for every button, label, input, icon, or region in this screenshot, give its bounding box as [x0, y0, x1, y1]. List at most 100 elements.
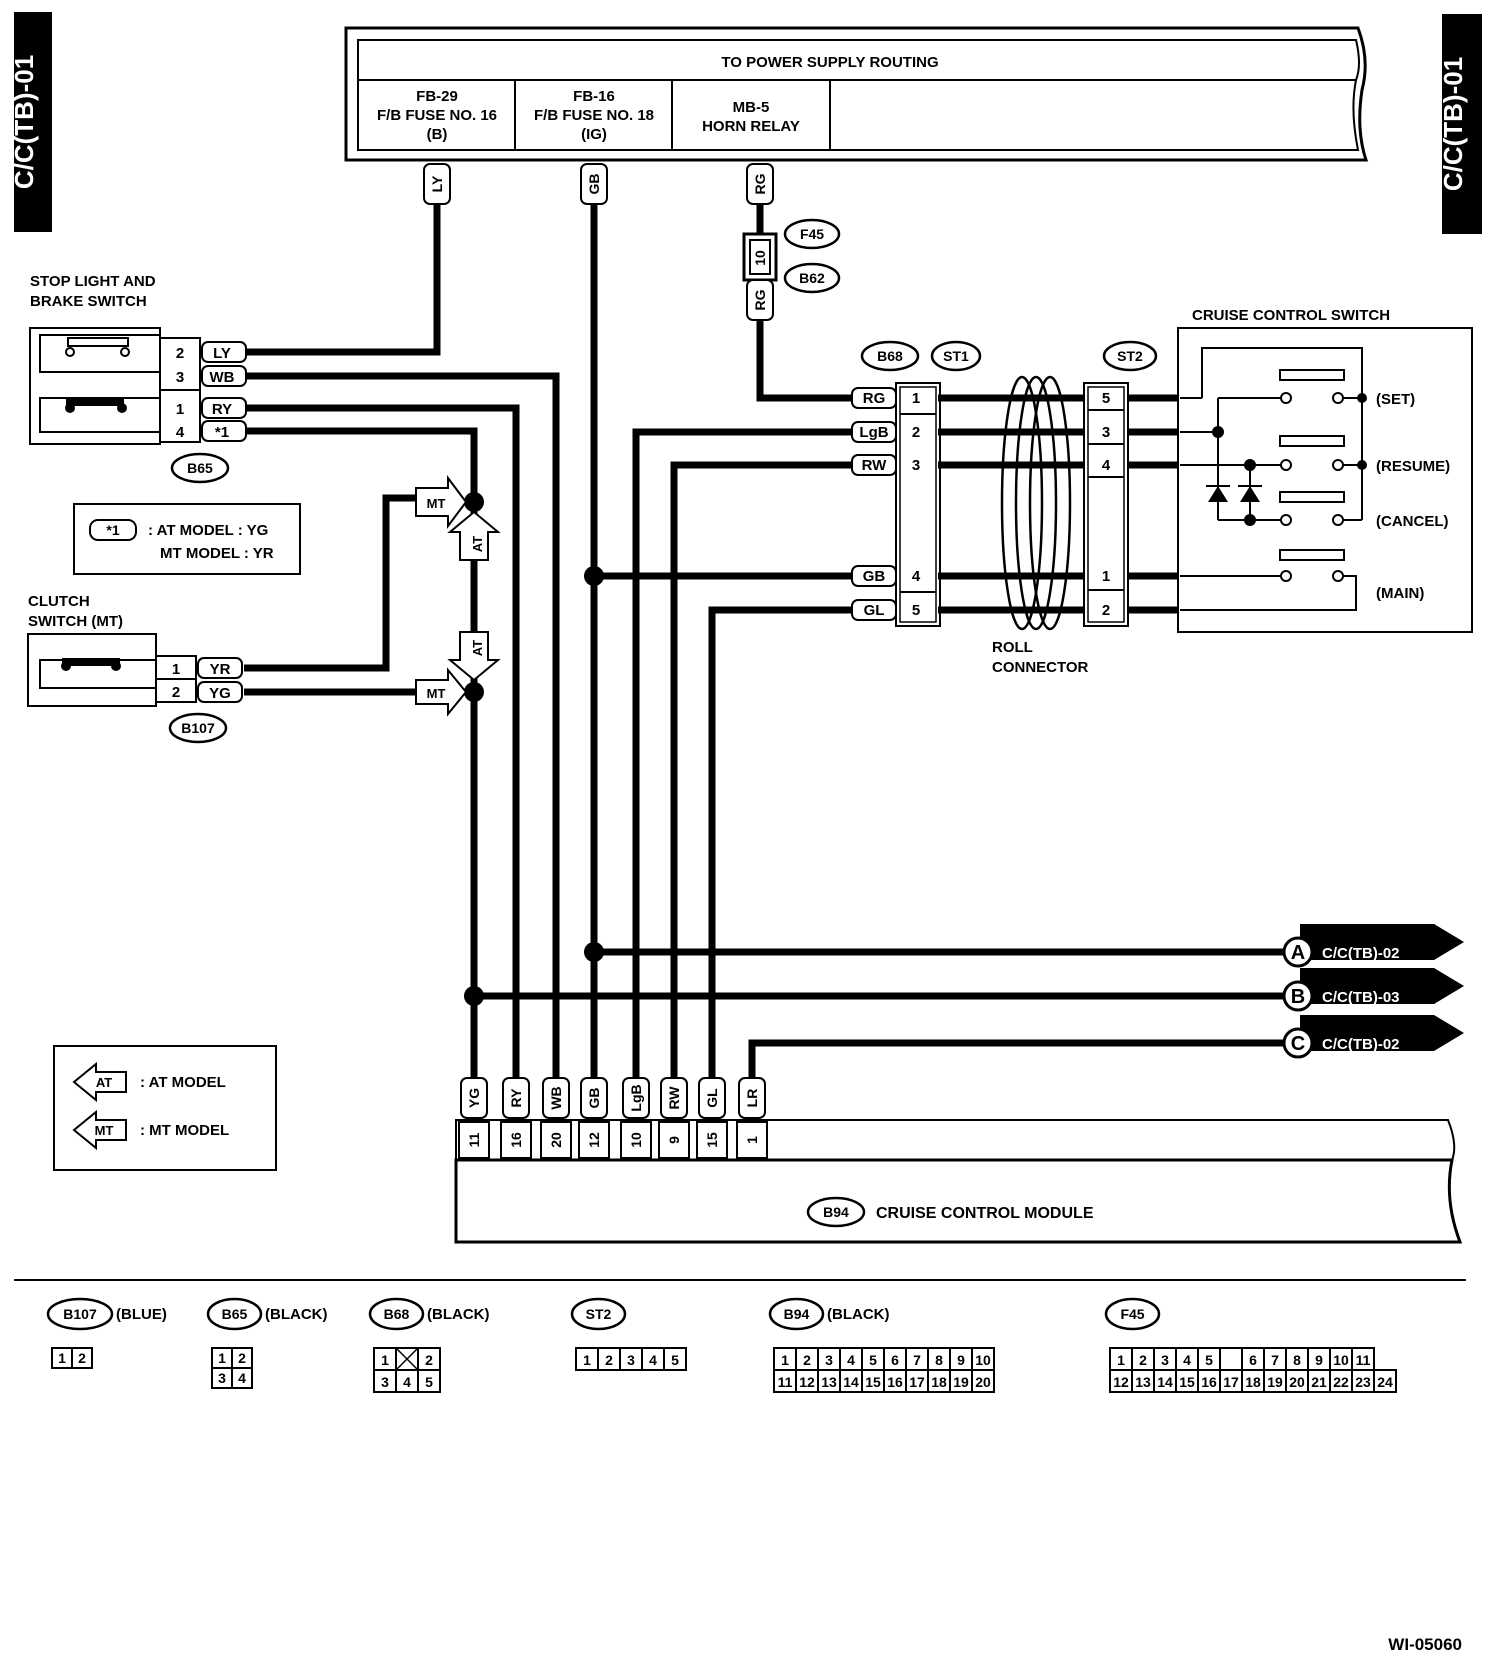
connector-pin-number: 2	[605, 1352, 613, 1368]
relay-mb5-id: MB-5	[733, 99, 770, 116]
switch-cancel-label: (CANCEL)	[1376, 513, 1449, 530]
pin-number: 2	[176, 345, 184, 362]
connector-pin-number: 13	[1135, 1374, 1151, 1390]
connector-pin-number: 10	[1333, 1352, 1349, 1368]
pin-number: 1	[176, 401, 184, 418]
connector-pin-number: 20	[1289, 1374, 1305, 1390]
wire-tag: LgB	[859, 424, 888, 441]
module-pin-number: 10	[628, 1132, 644, 1148]
fuse-fb16-id: FB-16	[573, 88, 615, 105]
connector-view-color: (BLACK)	[427, 1306, 489, 1323]
connector-pin-number: 21	[1311, 1374, 1327, 1390]
right-side-tab: C/C(TB)-01	[1438, 14, 1482, 234]
module-wire-tag: LgB	[628, 1084, 644, 1111]
module-pin: LR 1	[736, 1077, 768, 1159]
left-side-tab: C/C(TB)-01	[9, 12, 52, 232]
connector-pin-number: 11	[1356, 1352, 1371, 1368]
splice-dots	[464, 492, 604, 1006]
right-tab-label: C/C(TB)-01	[1438, 57, 1468, 191]
pin-number: 4	[176, 424, 185, 441]
pin-number: 3	[176, 369, 184, 386]
legend-mt-text: : MT MODEL	[140, 1122, 229, 1139]
module-wire-tag: RY	[508, 1088, 524, 1108]
connector-label-b62: B62	[799, 270, 825, 286]
connector-pin-number: 19	[953, 1374, 969, 1390]
connector-view-color: (BLACK)	[265, 1306, 327, 1323]
stop-light-brake-switch: STOP LIGHT AND BRAKE SWITCH 2 3 1 4 LY W…	[29, 273, 247, 484]
pin-number: 3	[912, 457, 920, 474]
note-line-1: : AT MODEL : YG	[148, 522, 268, 539]
legend-mt-mark: MT	[95, 1123, 114, 1138]
pin-number: 5	[912, 602, 920, 619]
connector-pin-number: 19	[1267, 1374, 1283, 1390]
cruise-control-switch: CRUISE CONTROL SWITCH (SET) (RESUME)	[1177, 307, 1473, 633]
clutch-switch: CLUTCH SWITCH (MT) 1 2 YR YG B107	[27, 593, 243, 744]
connector-label-b94: B94	[823, 1204, 849, 1220]
connector-pin-number: 1	[583, 1352, 591, 1368]
switch-resume-label: (RESUME)	[1376, 458, 1450, 475]
ref-letter-c: C	[1291, 1033, 1305, 1055]
st2-connector: ST2 5 3 4 1 2	[1083, 340, 1158, 627]
connector-pin-number: 11	[778, 1374, 793, 1390]
connector-pin-number: 5	[1205, 1352, 1213, 1368]
switch-main-label: (MAIN)	[1376, 585, 1424, 602]
connector-pin-number: 3	[381, 1374, 389, 1390]
fuse-fb29-label: F/B FUSE NO. 16	[377, 107, 497, 124]
fuse-fb29-id: FB-29	[416, 88, 458, 105]
horn-connector: 10 RG F45 B62	[742, 218, 841, 321]
module-wire-tag: GL	[704, 1088, 720, 1108]
module-wire-tag: LR	[744, 1089, 760, 1108]
wire-tag: WB	[210, 369, 235, 386]
connector-pin-number: 3	[825, 1352, 833, 1368]
connector-pin-number: 1	[58, 1350, 66, 1366]
cruise-switch-title: CRUISE CONTROL SWITCH	[1192, 307, 1390, 324]
connector-pin-number: 9	[1315, 1352, 1323, 1368]
connector-view-label: B68	[384, 1306, 410, 1322]
splice-dot	[584, 942, 604, 962]
roll-connector: ROLL CONNECTOR	[938, 375, 1089, 676]
connector-pin-number: 3	[218, 1370, 226, 1386]
fuse-fb16-label: F/B FUSE NO. 18	[534, 107, 654, 124]
mt-arrow-label: MT	[427, 496, 446, 511]
wire-tag: YR	[210, 661, 231, 678]
connector-label-st1: ST1	[943, 348, 969, 364]
note-line-2: MT MODEL : YR	[160, 545, 274, 562]
connector-pin-number: 15	[1179, 1374, 1195, 1390]
wire-tag-rg-lower: RG	[752, 289, 768, 310]
connector-pin-number: 3	[1161, 1352, 1169, 1368]
module-pin-number: 1	[744, 1136, 760, 1144]
module-wire-tag: YG	[466, 1088, 482, 1108]
wire-tag: RY	[212, 401, 232, 418]
splice-dot	[464, 492, 484, 512]
connector-view-color: (BLUE)	[116, 1306, 167, 1323]
relay-mb5-label: HORN RELAY	[702, 118, 800, 135]
connector-pin-number: 2	[425, 1352, 433, 1368]
mt-arrow-label: MT	[427, 686, 446, 701]
connector-pin-number: 17	[909, 1374, 925, 1390]
connector-pin-number: 14	[843, 1374, 859, 1390]
connector-pin-number: 17	[1223, 1374, 1239, 1390]
connector-pin-number: 24	[1377, 1374, 1393, 1390]
connector-pin-number: 2	[238, 1350, 246, 1366]
splice-dot	[464, 682, 484, 702]
connector-pin-number: 18	[931, 1374, 947, 1390]
connector-pin-number: 1	[781, 1352, 789, 1368]
pin-number: 4	[1102, 457, 1111, 474]
ref-letter-b: B	[1291, 986, 1305, 1008]
connector-pin-number: 15	[865, 1374, 881, 1390]
figure-id: WI-05060	[1388, 1635, 1462, 1654]
module-wire-tag: RW	[666, 1086, 682, 1110]
note-box: *1 : AT MODEL : YG MT MODEL : YR	[73, 503, 301, 575]
connector-pin-number: 8	[935, 1352, 943, 1368]
connector-pin-number: 22	[1333, 1374, 1349, 1390]
b68-connector: B68 ST1 1 2 3 4 5 RG LgB RW GB GL	[851, 340, 982, 627]
wire-tag-ly: LY	[429, 175, 445, 192]
legend-at-mark: AT	[96, 1075, 112, 1090]
module-pin-number: 9	[666, 1136, 682, 1144]
connector-pin-number: 20	[975, 1374, 991, 1390]
module-pin-number: 11	[466, 1132, 482, 1147]
